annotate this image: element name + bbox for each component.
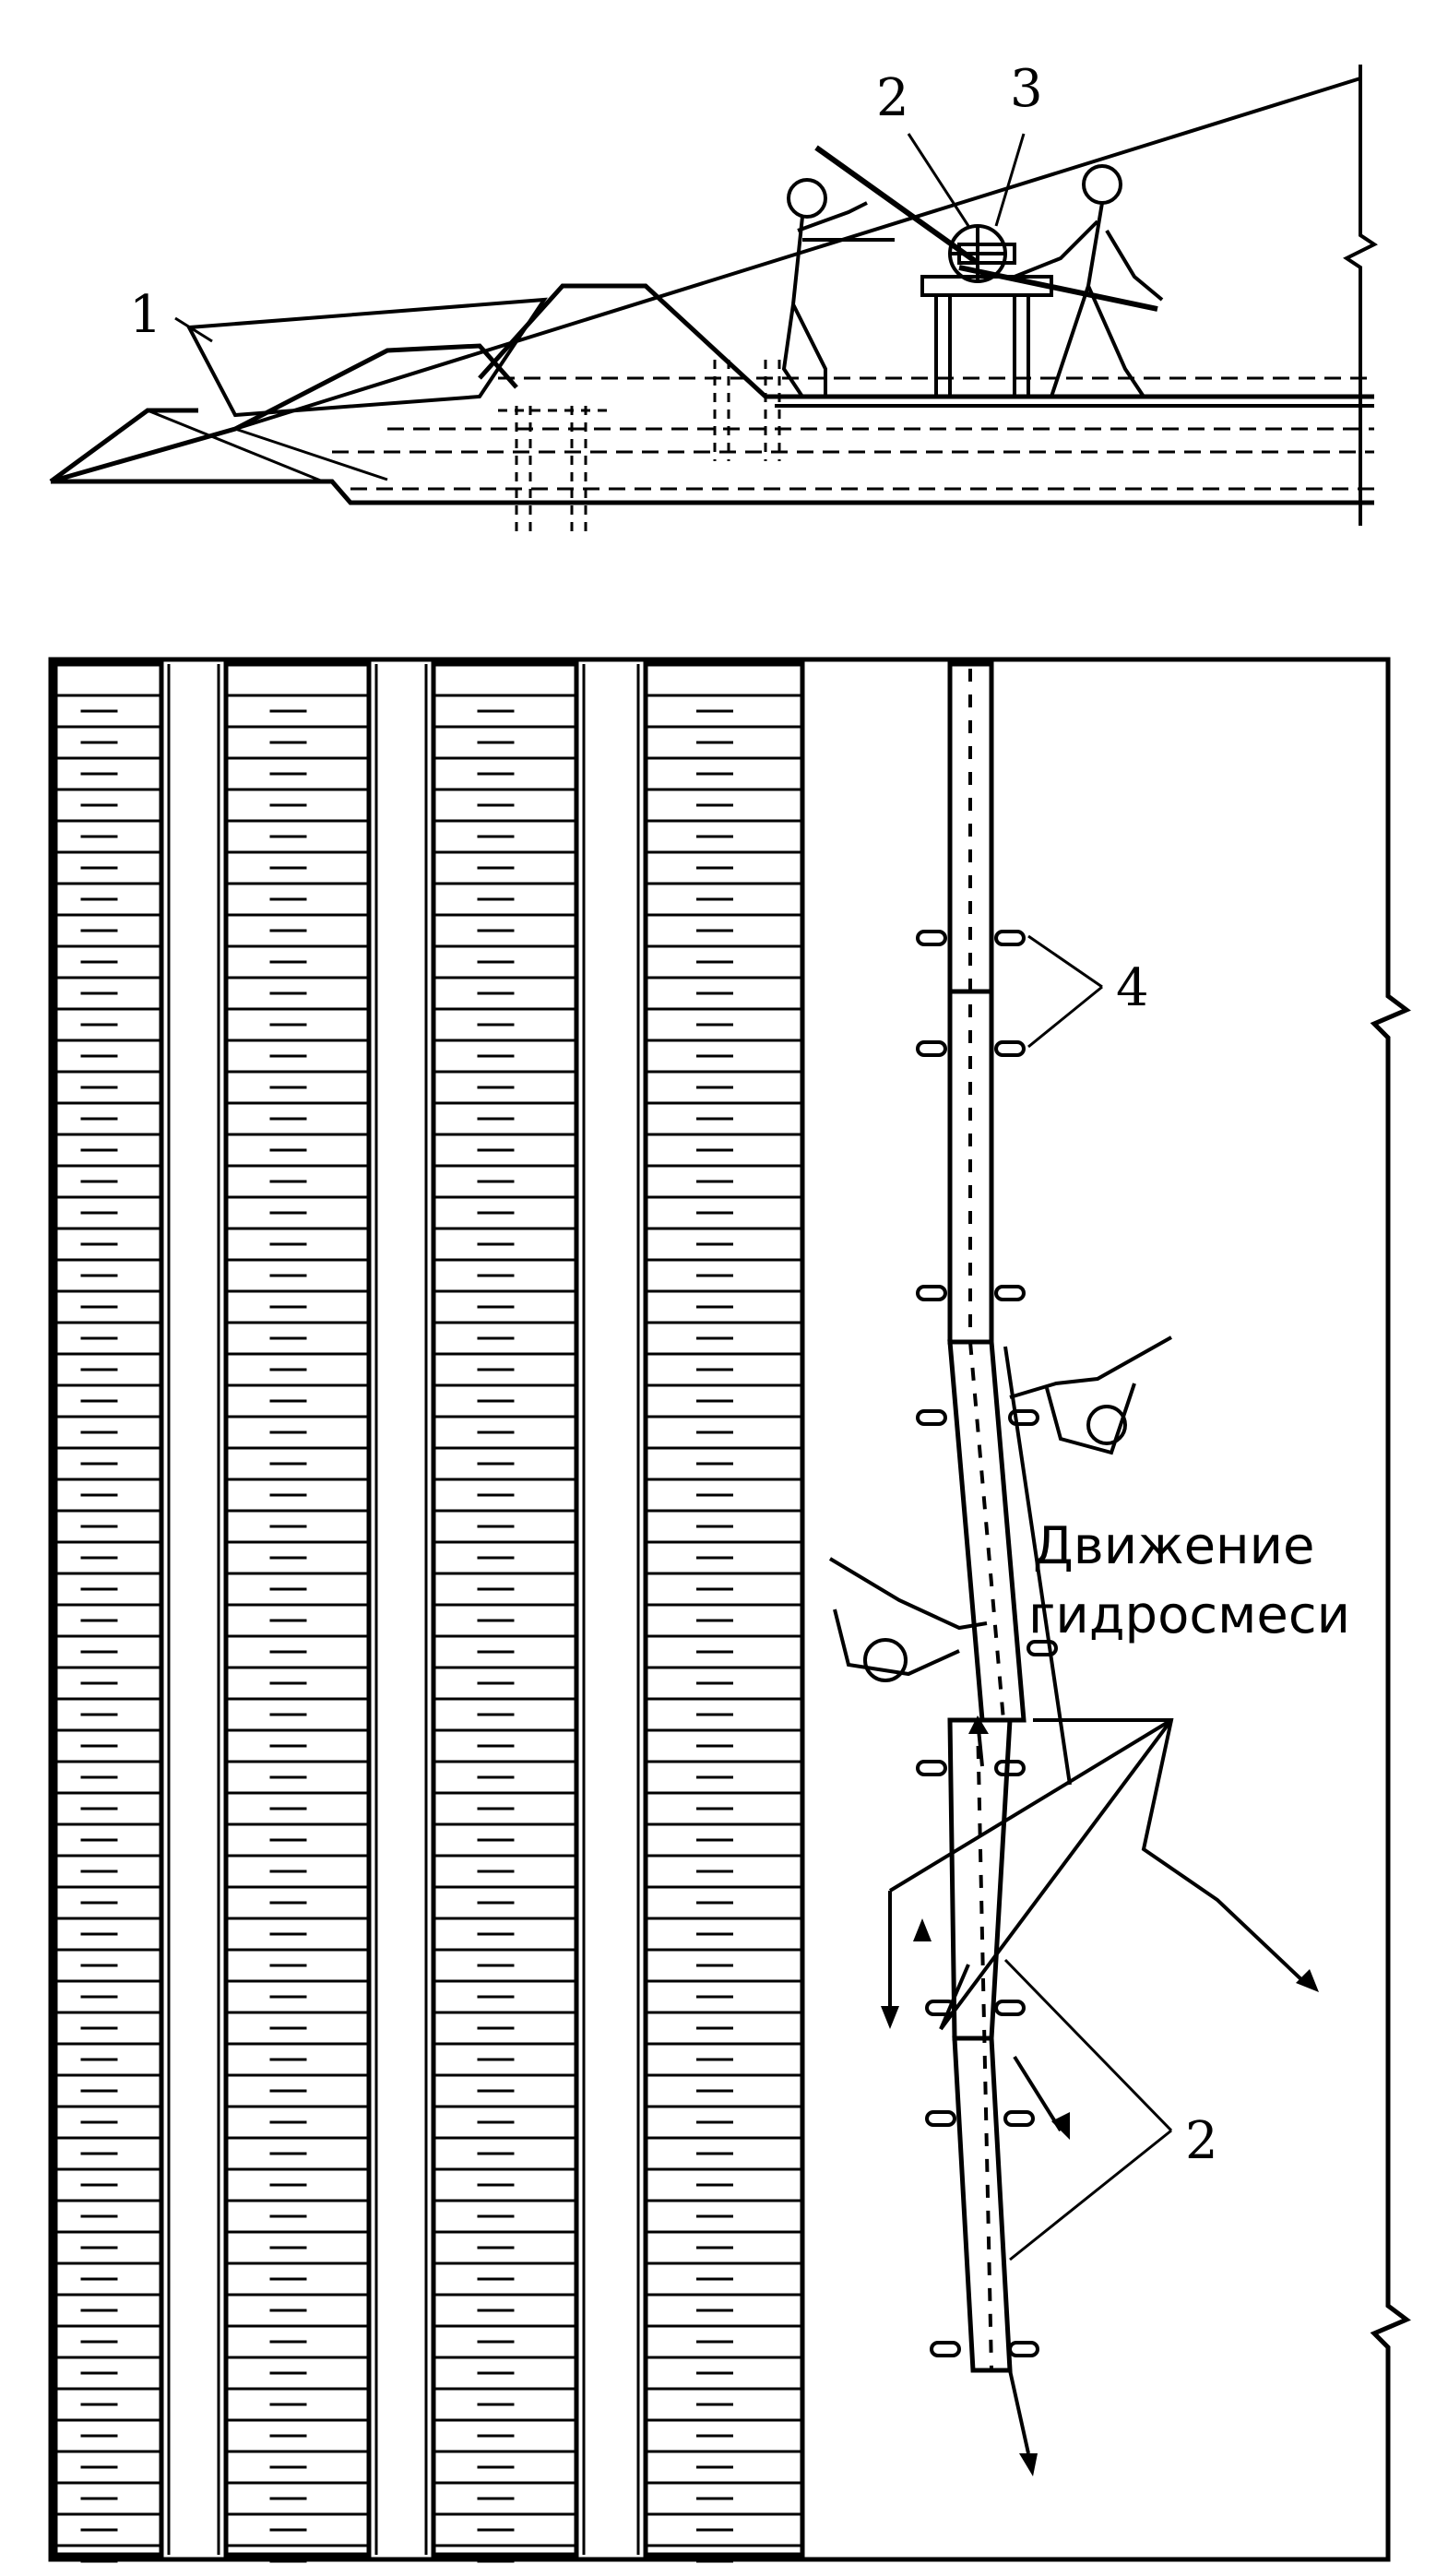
flow-label-line-1: Движение	[1033, 1516, 1315, 1576]
bay-strip	[431, 661, 579, 2558]
label-3: 3	[1010, 59, 1043, 119]
leader-2a	[1003, 1958, 1173, 2132]
leader-2b	[1009, 2129, 1172, 2261]
bay-strip	[223, 661, 372, 2558]
profile-section	[49, 65, 1378, 535]
mound-slope-lines	[147, 409, 388, 483]
embankment-bottom-line	[51, 479, 1374, 505]
pipeline-segment-5	[952, 2036, 1013, 2373]
label-1: 1	[129, 285, 162, 345]
monitor-rod	[814, 145, 979, 266]
leader-4b	[1027, 985, 1103, 1049]
pipe-support-mid	[713, 360, 781, 461]
leader-1	[174, 316, 213, 343]
bay-strip	[53, 661, 164, 2558]
sluice-box	[185, 297, 548, 418]
monitor-rod-2	[958, 265, 1158, 312]
worker-figure-icon	[781, 178, 895, 398]
arrowhead-icon	[881, 1715, 1319, 2476]
worker-figure-icon	[828, 1557, 988, 1682]
worker-figure-icon	[1014, 164, 1164, 398]
break-line-top	[1343, 65, 1378, 526]
pipeline-centerline	[968, 669, 1005, 2371]
bay-strip	[643, 661, 805, 2558]
leader-2-top	[907, 133, 970, 227]
flow-label-line-2: гидросмеси	[1028, 1585, 1350, 1645]
nozzle-stand	[920, 224, 1053, 397]
spray-fan	[888, 1346, 1307, 2454]
plan-frame	[48, 657, 1411, 2562]
plan-section	[48, 657, 1411, 2563]
bay-strips	[53, 661, 805, 2563]
pipe-clamps	[916, 930, 1058, 2357]
leader-3-top	[994, 133, 1026, 227]
label-2-bottom: 2	[1185, 2111, 1218, 2171]
label-4: 4	[1116, 958, 1149, 1018]
fill-mound-left	[50, 343, 518, 484]
label-2-top: 2	[876, 68, 909, 128]
pipeline-segment-3	[947, 1339, 1027, 1723]
pipe-support-left	[498, 406, 609, 535]
leader-4a	[1027, 934, 1103, 989]
worker-figure-icon	[1009, 1335, 1172, 1455]
